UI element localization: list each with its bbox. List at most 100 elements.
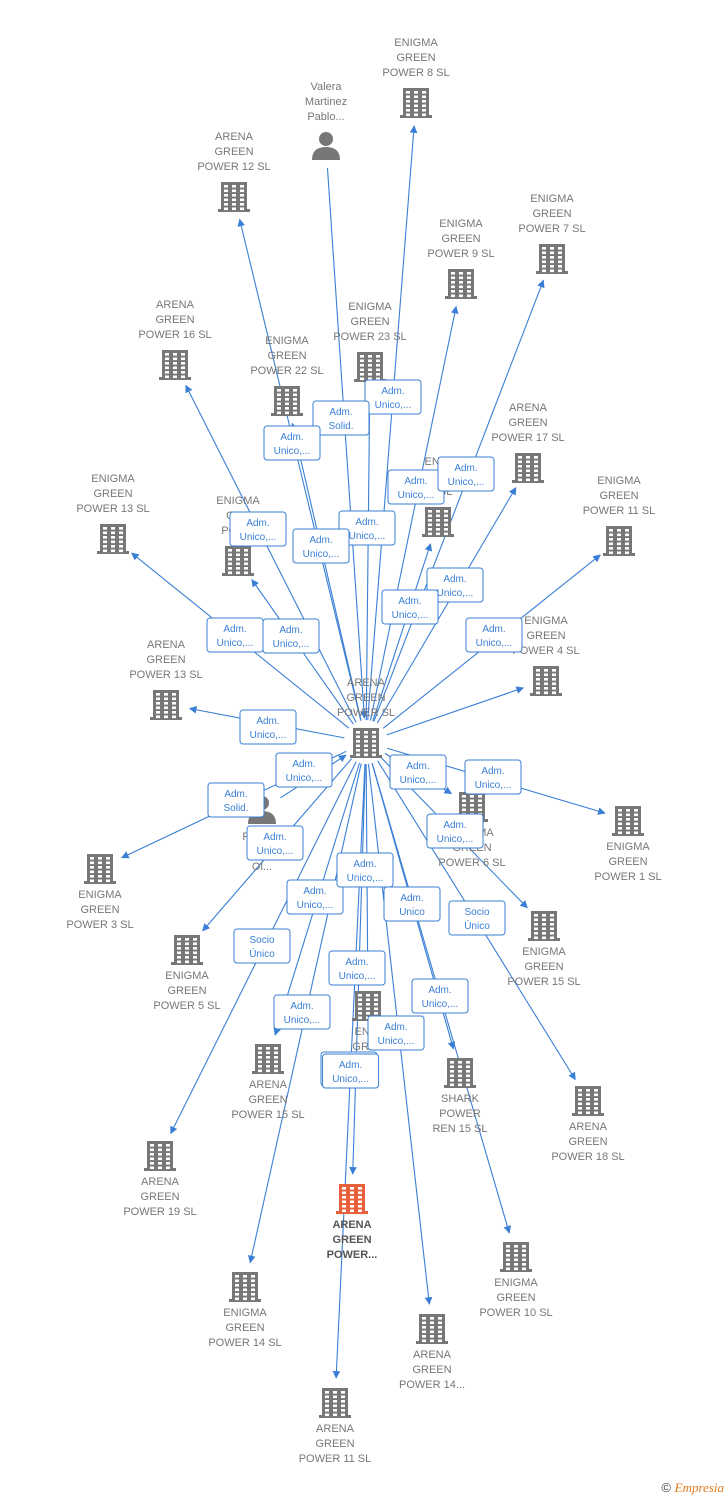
building-window bbox=[193, 938, 197, 941]
building-window bbox=[244, 553, 248, 557]
building-window bbox=[550, 256, 554, 259]
building-base bbox=[319, 1415, 351, 1418]
building-window bbox=[235, 1297, 239, 1301]
edge-role-badge[interactable]: Adm.Solid. bbox=[207, 782, 265, 818]
edge-role-badge[interactable]: Adm.Unico,... bbox=[426, 813, 484, 849]
building-window bbox=[534, 936, 538, 940]
building-window bbox=[518, 456, 522, 459]
edge-role-badge[interactable]: Adm.Unico,... bbox=[239, 709, 297, 745]
building-window bbox=[609, 551, 613, 555]
edge-role-badge[interactable]: Adm.Unico,... bbox=[328, 950, 386, 986]
person-body bbox=[312, 147, 340, 160]
building-window bbox=[333, 1404, 337, 1408]
building-window bbox=[594, 1098, 598, 1101]
brand-logo[interactable]: Empresia bbox=[674, 1480, 724, 1495]
edge-role-text: Unico,... bbox=[349, 531, 386, 542]
building-window bbox=[166, 1157, 170, 1161]
edge-role-text: Unico,... bbox=[422, 999, 459, 1010]
building-window bbox=[285, 393, 289, 397]
edge-role-badge[interactable]: Adm.Solid. bbox=[312, 400, 370, 436]
edge-role-badge[interactable]: Adm.Unico,... bbox=[292, 528, 350, 564]
edge-role-text: Adm. bbox=[443, 574, 466, 585]
edge-role-badge[interactable]: Adm.Unico,... bbox=[387, 469, 445, 505]
node-label: POWER SL bbox=[337, 707, 395, 719]
building-window bbox=[156, 706, 160, 710]
edge-role-badge[interactable]: Adm.Unico,... bbox=[464, 759, 522, 795]
edge-role-badge[interactable]: Adm.Unico,... bbox=[273, 994, 331, 1030]
edge-role-badge[interactable]: Adm.Unico,... bbox=[367, 1015, 425, 1051]
node-label: GREEN bbox=[568, 1136, 607, 1148]
node-valera[interactable]: ValeraMartinezPablo... bbox=[305, 81, 347, 160]
edge-role-text: Unico,... bbox=[476, 638, 513, 649]
building-window bbox=[285, 407, 289, 410]
building-window bbox=[552, 673, 556, 677]
edge-role-badge[interactable]: Adm.Unico,... bbox=[246, 825, 304, 861]
edge-role-badge[interactable]: Adm.Unico,... bbox=[229, 511, 287, 547]
edge-role-badge[interactable]: Adm.Unico,... bbox=[322, 1053, 380, 1089]
building-window bbox=[111, 540, 115, 544]
building-window bbox=[542, 265, 546, 268]
edge-role-badge[interactable]: Adm.Unico,... bbox=[411, 978, 469, 1014]
edge-role-badge[interactable]: Adm.Unico,... bbox=[381, 589, 439, 625]
edge-role-badge[interactable]: Adm.Unico,... bbox=[437, 456, 495, 492]
building-window bbox=[634, 831, 638, 835]
node-label: GREEN bbox=[599, 490, 638, 502]
edge-role-badge[interactable]: Adm.Unico,... bbox=[206, 617, 264, 653]
edge-role-badge[interactable]: Adm.Unico,... bbox=[338, 510, 396, 546]
edge-role-badge[interactable]: Adm.Unico,... bbox=[465, 617, 523, 653]
building-window bbox=[293, 411, 297, 415]
building-window bbox=[103, 540, 107, 544]
edge-role-badge[interactable]: Adm.Unico,... bbox=[286, 879, 344, 915]
building-window bbox=[522, 1258, 526, 1262]
building-window bbox=[372, 735, 376, 739]
building-window bbox=[542, 923, 546, 926]
edge-role-badge[interactable]: Adm.Unico,... bbox=[275, 752, 333, 788]
building-window bbox=[368, 364, 372, 367]
edge-role-text: Unico,... bbox=[250, 730, 287, 741]
edge-role-text: Adm. bbox=[400, 893, 423, 904]
node-main[interactable]: ARENAGREENPOWER... bbox=[327, 1184, 378, 1261]
building-window bbox=[111, 527, 115, 530]
edge-role-badge[interactable]: Adm.Unico,... bbox=[426, 567, 484, 603]
edge-role-badge[interactable]: Adm.Unico,... bbox=[389, 754, 447, 790]
building-window bbox=[119, 527, 123, 530]
building-window bbox=[173, 371, 177, 374]
edge-role-badge[interactable]: Adm.Unico,... bbox=[263, 425, 321, 461]
edge-role-badge[interactable]: Adm.Unico,... bbox=[364, 379, 422, 415]
building-window bbox=[522, 1249, 526, 1253]
node-label: ARENA bbox=[147, 639, 186, 651]
edge-role-badge[interactable]: Adm.Unico bbox=[383, 886, 441, 922]
building-window bbox=[522, 1245, 526, 1248]
building-window bbox=[232, 203, 236, 206]
edge-role-badge[interactable]: Adm.Unico,... bbox=[262, 618, 320, 654]
edge-role-badge[interactable]: Adm.Unico,... bbox=[336, 852, 394, 888]
